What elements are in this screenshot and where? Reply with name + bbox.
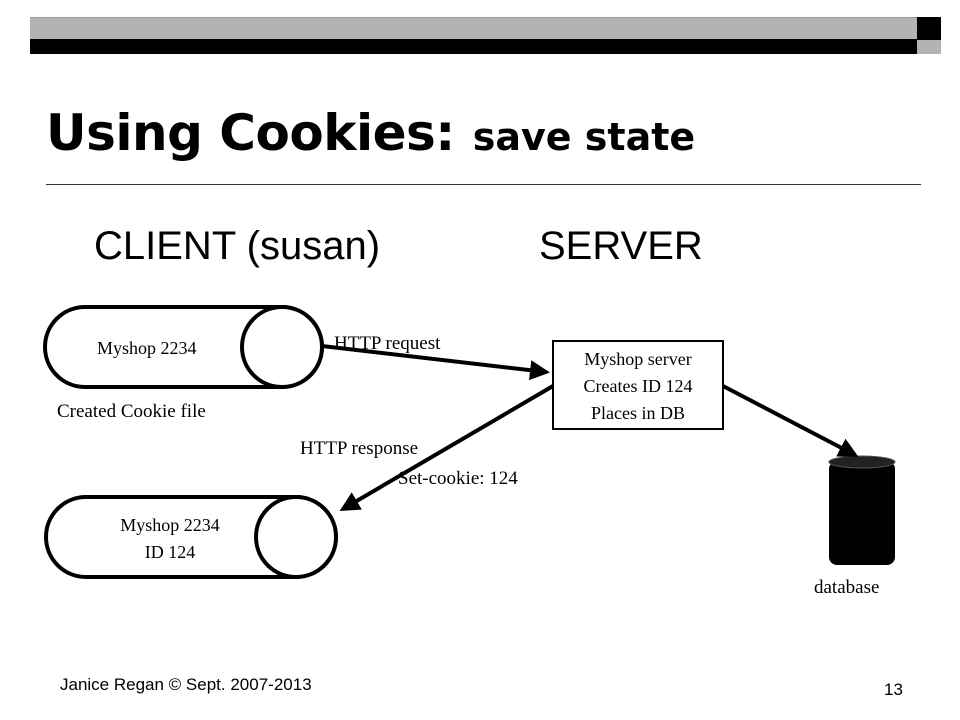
footer-copyright: Janice Regan © Sept. 2007-2013 bbox=[60, 675, 312, 694]
server-box-line-2: Creates ID 124 bbox=[583, 376, 693, 396]
client-bottom-text: Myshop 2234 ID 124 bbox=[86, 512, 254, 566]
http-response-arrow bbox=[339, 384, 555, 512]
database-label: database bbox=[814, 577, 880, 598]
page-number: 13 bbox=[884, 680, 903, 699]
set-cookie-label: Set-cookie: 124 bbox=[398, 468, 518, 489]
http-response-label: HTTP response bbox=[300, 438, 419, 459]
header-bar-black bbox=[30, 39, 917, 54]
header-corner-gray bbox=[917, 40, 941, 54]
slide-title: Using Cookies:save state bbox=[46, 108, 695, 158]
client-bottom-line-1: Myshop 2234 bbox=[120, 515, 220, 535]
http-request-label: HTTP request bbox=[334, 333, 441, 354]
server-box-line-3: Places in DB bbox=[591, 403, 685, 423]
title-underline bbox=[46, 184, 921, 185]
server-box-line-1: Myshop server bbox=[584, 349, 692, 369]
cookie-file-label: Created Cookie file bbox=[57, 401, 206, 422]
db-write-arrow bbox=[722, 384, 859, 457]
server-box bbox=[552, 340, 724, 430]
slide-title-main: Using Cookies: bbox=[46, 104, 455, 162]
http-request-arrow bbox=[321, 344, 550, 381]
slide-title-subtitle: save state bbox=[472, 115, 696, 159]
server-heading: SERVER bbox=[539, 224, 703, 268]
database-icon bbox=[828, 455, 896, 565]
server-box-text: Myshop server Creates ID 124 Places in D… bbox=[553, 346, 723, 427]
client-cookie-cylinder-top bbox=[43, 305, 324, 389]
header-bar-gray bbox=[30, 17, 917, 39]
client-heading: CLIENT (susan) bbox=[94, 224, 381, 268]
client-cookie-cylinder-bottom bbox=[44, 495, 338, 579]
client-bottom-line-2: ID 124 bbox=[144, 542, 196, 562]
client-top-label: Myshop 2234 bbox=[97, 338, 197, 358]
header-corner-black bbox=[917, 17, 941, 40]
